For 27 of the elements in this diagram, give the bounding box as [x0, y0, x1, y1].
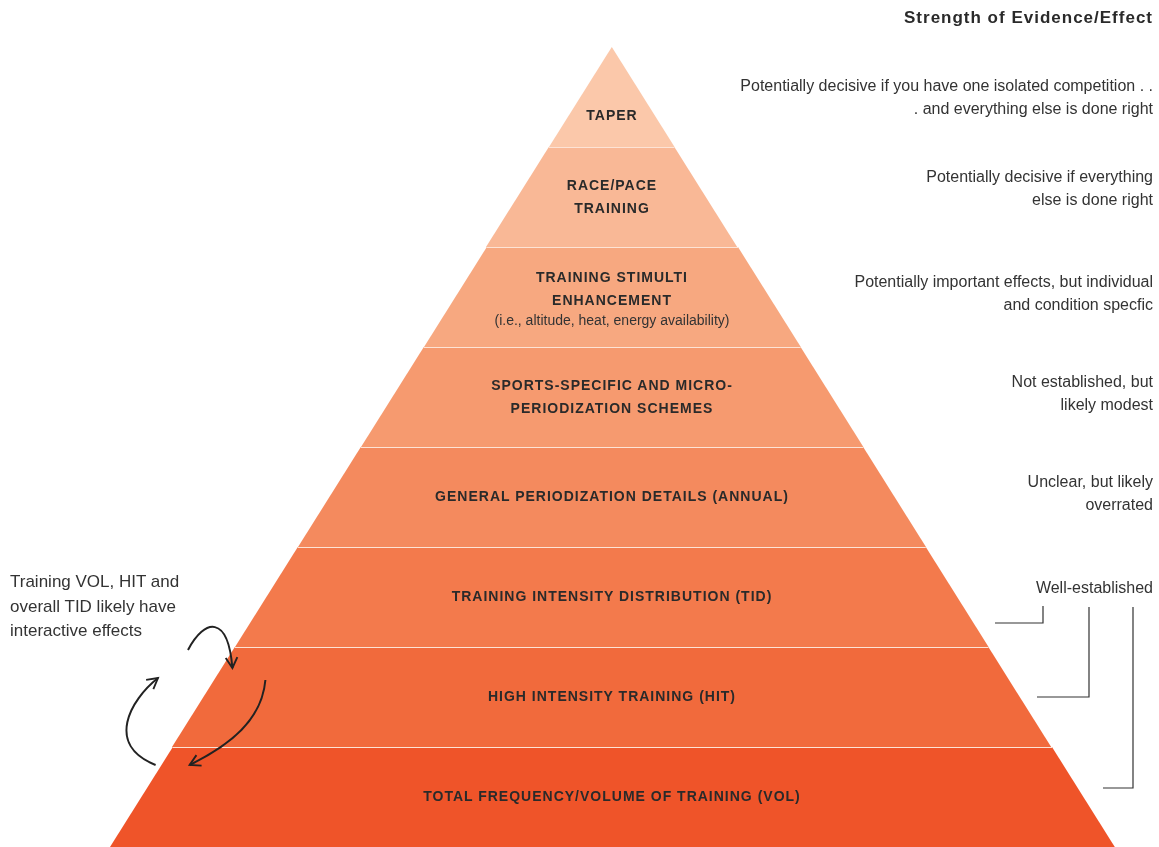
tier-label: TOTAL FREQUENCY/VOLUME OF TRAINING (VOL): [423, 787, 801, 807]
pyramid-tier: [235, 547, 989, 647]
curved-arrow: [188, 679, 267, 767]
evidence-note: Not established, but likely modest: [1010, 372, 1153, 416]
pyramid-tier: [172, 647, 1052, 747]
tier-label: RACE/PACE TRAINING: [565, 175, 659, 218]
tier-label: SPORTS-SPECIFIC AND MICRO-PERIODIZATION SCHEMES: [490, 375, 734, 418]
tier-label: TRAINING INTENSITY DISTRIBUTION (TID): [451, 587, 773, 607]
evidence-note: Potentially decisive if everything else is done right: [925, 167, 1153, 211]
evidence-note: Unclear, but likely overrated: [1026, 472, 1153, 516]
pyramid-tier: [360, 347, 864, 447]
column-heading: Strength of Evidence/Effect: [904, 8, 1153, 28]
tier-examples: (i.e., altitude, heat, energy availability): [494, 312, 730, 329]
tier-label: TRAINING STIMULTI ENHANCEMENT: [534, 267, 689, 310]
tier-label: TAPER: [586, 106, 638, 126]
tier-label: HIGH INTENSITY TRAINING (HIT): [487, 687, 736, 707]
evidence-note: Well-established: [1034, 578, 1153, 598]
pyramid-tier: [298, 447, 926, 547]
pyramid-tier: [109, 747, 1115, 847]
pyramid-tier: [423, 247, 801, 347]
tier-label: GENERAL PERIODIZATION DETAILS (ANNUAL): [435, 487, 789, 507]
pyramid-tier: [486, 147, 738, 247]
evidence-note: Potentially important effects, but individual and condition specfic: [853, 272, 1153, 316]
annotation-text: Training VOL, HIT and overall TID likely have interactive effects: [10, 570, 215, 644]
evidence-note: Potentially decisive if you have one isolated competition . . . and everything else is done right: [739, 76, 1153, 120]
curved-arrow: [187, 626, 238, 669]
curved-arrow: [125, 677, 159, 766]
